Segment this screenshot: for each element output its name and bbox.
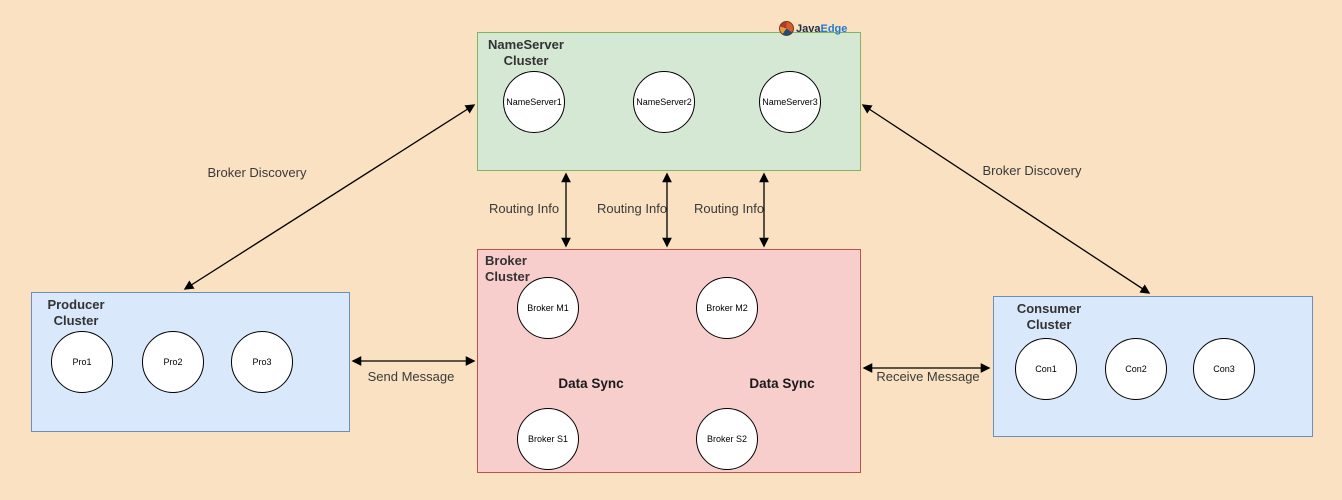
node-nameserver1-label: NameServer1	[506, 97, 562, 107]
javaedge-watermark: JavaEdge	[779, 21, 847, 36]
broker-cluster-title-line2: Cluster	[485, 269, 530, 285]
node-pro2-label: Pro2	[163, 357, 183, 367]
node-pro1: Pro1	[51, 331, 113, 393]
node-pro3: Pro3	[231, 331, 293, 393]
label-broker-discovery-left: Broker Discovery	[207, 165, 307, 180]
consumer-cluster-box: Consumer Cluster Con1 Con2 Con3	[993, 296, 1313, 437]
producer-cluster-box: Producer Cluster Pro1 Pro2 Pro3	[31, 292, 350, 432]
nameserver-cluster-title: NameServer Cluster	[478, 37, 574, 70]
broker-cluster-title-line1: Broker	[485, 253, 527, 268]
node-broker-m1-label: Broker M1	[527, 303, 569, 313]
javaedge-logo-text-edge: Edge	[820, 22, 848, 35]
edge-broker-discovery-right	[861, 104, 1151, 294]
nameserver-cluster-title-line1: NameServer	[488, 37, 564, 52]
consumer-cluster-title: Consumer Cluster	[1004, 301, 1094, 334]
node-con3-label: Con3	[1213, 364, 1235, 374]
node-pro1-label: Pro1	[72, 357, 92, 367]
node-broker-s2: Broker S2	[696, 408, 758, 470]
node-broker-s2-label: Broker S2	[706, 434, 748, 444]
node-con3: Con3	[1193, 338, 1255, 400]
edge-broker-discovery-left	[183, 104, 476, 290]
node-broker-s1-label: Broker S1	[527, 434, 569, 444]
broker-cluster-title: Broker Cluster	[485, 253, 530, 286]
label-receive-message: Receive Message	[876, 369, 980, 384]
broker-cluster-box: Broker Cluster Broker M1 Broker M2 Broke…	[477, 249, 861, 473]
label-broker-discovery-right: Broker Discovery	[982, 163, 1082, 178]
producer-cluster-title-line1: Producer	[47, 297, 105, 312]
node-pro2: Pro2	[142, 331, 204, 393]
javaedge-logo-text: JavaEdge	[796, 23, 847, 35]
nameserver-cluster-box: NameServer Cluster NameServer1 NameServe…	[477, 32, 861, 171]
node-nameserver2-label: NameServer2	[636, 97, 692, 107]
consumer-cluster-title-line1: Consumer	[1016, 301, 1082, 316]
consumer-cluster-title-line2: Cluster	[1026, 317, 1072, 333]
node-nameserver2: NameServer2	[633, 71, 695, 133]
node-broker-m2-label: Broker M2	[706, 303, 748, 313]
node-broker-s1: Broker S1	[517, 408, 579, 470]
label-routing-info-3: Routing Info	[693, 201, 765, 216]
node-broker-m1: Broker M1	[517, 277, 579, 339]
label-routing-info-2: Routing Info	[596, 201, 668, 216]
label-data-sync-left: Data Sync	[558, 376, 624, 391]
javaedge-logo-text-java: Java	[796, 22, 821, 35]
label-data-sync-right: Data Sync	[749, 376, 815, 391]
producer-cluster-title: Producer Cluster	[36, 297, 116, 330]
nameserver-cluster-title-line2: Cluster	[503, 53, 549, 69]
node-con2-label: Con2	[1125, 364, 1147, 374]
label-send-message: Send Message	[367, 369, 455, 384]
node-nameserver1: NameServer1	[503, 71, 565, 133]
node-pro3-label: Pro3	[252, 357, 272, 367]
node-con1: Con1	[1015, 338, 1077, 400]
node-con1-label: Con1	[1035, 364, 1057, 374]
node-broker-m2: Broker M2	[696, 277, 758, 339]
producer-cluster-title-line2: Cluster	[53, 313, 99, 329]
node-nameserver3: NameServer3	[759, 71, 821, 133]
label-routing-info-1: Routing Info	[488, 201, 560, 216]
node-nameserver3-label: NameServer3	[762, 97, 818, 107]
node-con2: Con2	[1105, 338, 1167, 400]
javaedge-logo-icon	[779, 21, 794, 36]
